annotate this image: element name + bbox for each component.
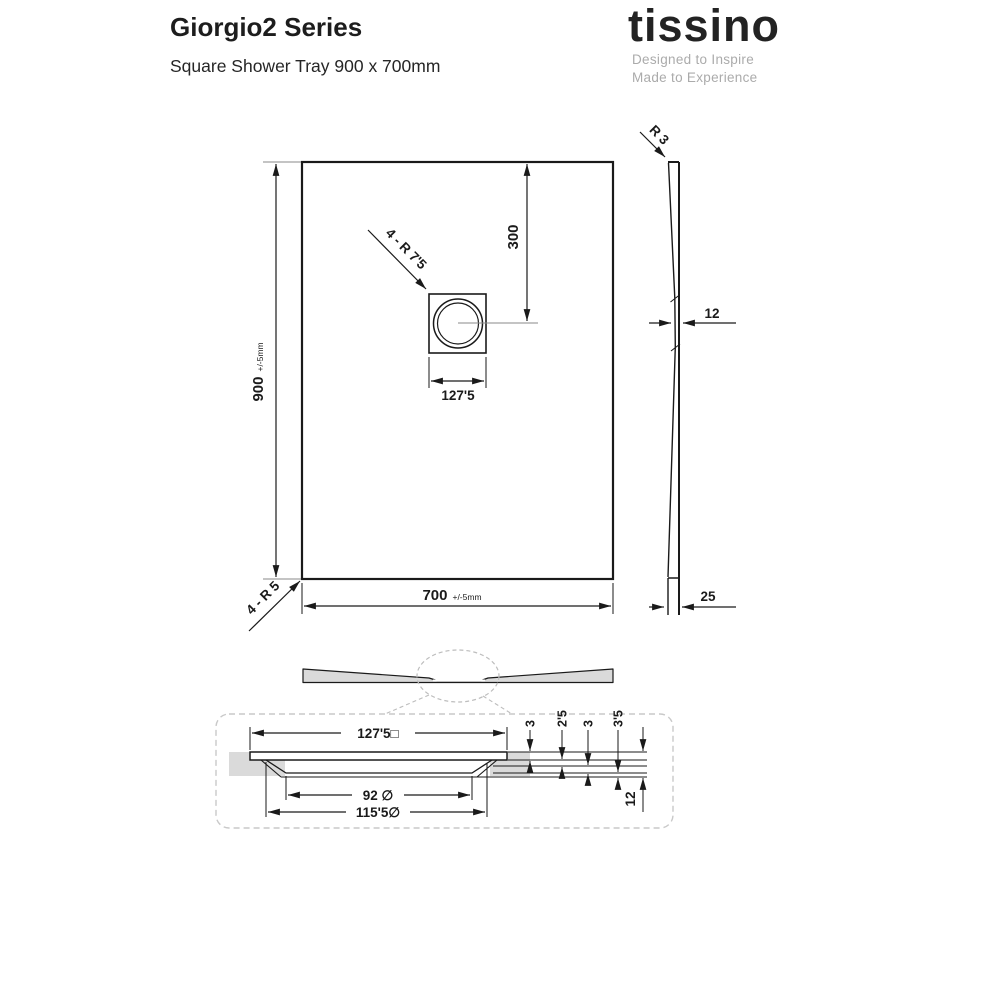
dim-92-label: 92 ∅ bbox=[363, 788, 394, 803]
dim-300: 300 bbox=[505, 164, 531, 321]
edge-radius-leader: R 3 bbox=[639, 122, 672, 158]
dim-12-side: 12 bbox=[649, 306, 736, 327]
section-profile bbox=[302, 668, 614, 684]
dim-25: 25 bbox=[649, 589, 736, 611]
detail-callout-circle bbox=[416, 649, 500, 703]
dim-115-5-label: 115'5∅ bbox=[356, 805, 400, 820]
dim-12-detail: 12 bbox=[623, 727, 647, 812]
edge-radius-label: R 3 bbox=[646, 122, 672, 148]
dim-12-side-label: 12 bbox=[704, 306, 719, 321]
corner-radius-label: 4 - R 5 bbox=[243, 578, 283, 618]
dim-700-label: 700+/-5mm bbox=[422, 587, 481, 604]
detail-callout-leaders bbox=[384, 694, 513, 715]
dim-700: 700+/-5mm bbox=[301, 583, 614, 614]
dim-step-3b-label: 3 bbox=[582, 720, 596, 727]
dim-drain-127-label: 127'5 bbox=[441, 388, 475, 403]
dim-step-2-5: 2'5 bbox=[556, 710, 570, 779]
waste-detail-view: 3 2'5 3 3'5 12 bbox=[215, 710, 674, 829]
profile-bottom-flange bbox=[667, 577, 679, 615]
waste-body-outer bbox=[260, 759, 498, 778]
dim-flange-127: 127'5□ bbox=[249, 726, 508, 750]
section-recess bbox=[433, 679, 485, 682]
dim-drain-127: 127'5 bbox=[428, 357, 487, 403]
drain-radius-leader: 4 - R 7'5 bbox=[367, 225, 430, 290]
drain-radius-label: 4 - R 7'5 bbox=[383, 225, 430, 272]
page-subtitle: Square Shower Tray 900 x 700mm bbox=[170, 56, 441, 76]
dim-step-3-5: 3'5 bbox=[612, 710, 626, 790]
plan-view: 900+/-5mm 300 4 - R 7'5 4 - R 5 bbox=[243, 160, 615, 632]
page-title: Giorgio2 Series bbox=[170, 12, 363, 42]
dim-900-label: 900+/-5mm bbox=[250, 342, 267, 401]
dim-115-5: 115'5∅ bbox=[265, 762, 488, 820]
waste-body bbox=[265, 759, 493, 774]
dim-300-label: 300 bbox=[505, 224, 522, 249]
corner-radius-leader: 4 - R 5 bbox=[243, 578, 301, 632]
brand-tagline-1: Designed to Inspire bbox=[632, 52, 755, 67]
dim-25-label: 25 bbox=[700, 589, 716, 604]
tray-outline bbox=[300, 160, 615, 581]
break-marks bbox=[670, 294, 681, 352]
detail-border bbox=[215, 713, 674, 829]
brand-tagline-2: Made to Experience bbox=[632, 70, 758, 85]
dim-step-3-5-label: 3'5 bbox=[612, 710, 626, 727]
dim-flange-127-label: 127'5□ bbox=[357, 726, 398, 741]
waste-flange bbox=[249, 751, 508, 761]
dim-12-detail-label: 12 bbox=[623, 791, 638, 806]
dim-step-3a: 3 bbox=[524, 720, 538, 773]
dim-step-2-5-label: 2'5 bbox=[556, 710, 570, 727]
dim-92: 92 ∅ bbox=[285, 776, 473, 803]
cross-section-view bbox=[302, 649, 614, 715]
dim-step-3b: 3 bbox=[582, 720, 596, 786]
brand-logo: tissino bbox=[628, 0, 781, 51]
dim-900: 900+/-5mm bbox=[250, 161, 301, 580]
side-profile-view: R 3 12 25 bbox=[639, 122, 736, 615]
dim-step-3a-label: 3 bbox=[524, 720, 538, 727]
profile-sloped-face bbox=[667, 162, 677, 578]
